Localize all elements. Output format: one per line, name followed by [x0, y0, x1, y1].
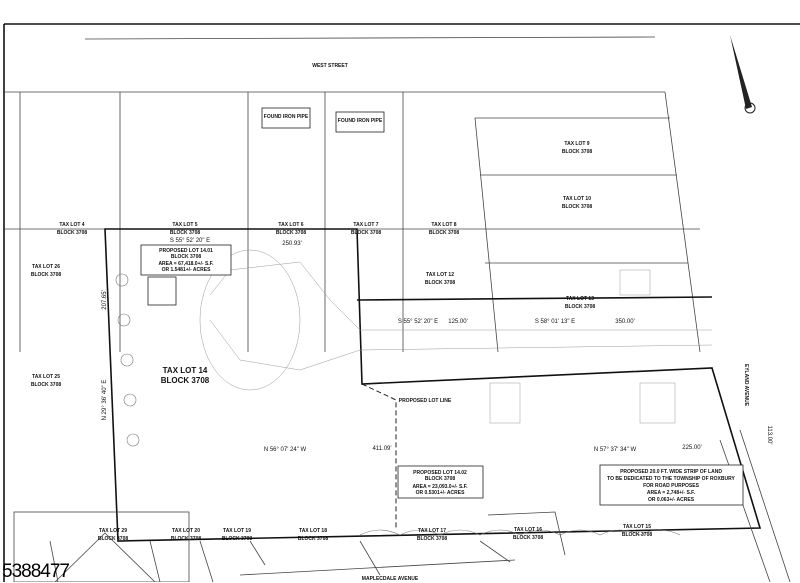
lot-12-13-south-line: [356, 296, 713, 301]
svg-text:OR 1.5481+/- ACRES: OR 1.5481+/- ACRES: [162, 267, 212, 273]
svg-text:350.00': 350.00': [615, 319, 635, 325]
svg-text:BLOCK 3708: BLOCK 3708: [170, 230, 201, 236]
dwelling: [639, 382, 676, 424]
road-dedication-strip-box: PROPOSED 20.0 FT. WIDE STRIP OF LAND TO …: [599, 464, 744, 506]
proposed-lot-line-label: PROPOSED LOT LINE: [399, 398, 452, 404]
tax-lot-14-label: TAX LOT 14: [163, 366, 208, 375]
svg-text:BLOCK 3708: BLOCK 3708: [31, 382, 62, 388]
svg-text:TAX LOT 17: TAX LOT 17: [418, 528, 446, 534]
svg-text:TAX LOT 29: TAX LOT 29: [99, 528, 127, 534]
svg-text:OR 0.063+/- ACRES: OR 0.063+/- ACRES: [648, 497, 695, 503]
building: [619, 269, 651, 296]
tree-row-icons: [115, 273, 681, 536]
svg-text:N 57° 37' 34" W: N 57° 37' 34" W: [594, 447, 637, 453]
svg-text:BLOCK 3708: BLOCK 3708: [425, 280, 456, 286]
septic-area: [199, 249, 301, 391]
svg-text:225.00': 225.00': [682, 445, 702, 451]
building: [489, 382, 521, 424]
svg-text:TAX LOT 4: TAX LOT 4: [59, 222, 84, 228]
svg-text:AREA = 23,093.0+/- S.F.: AREA = 23,093.0+/- S.F.: [412, 484, 468, 490]
svg-text:207.65': 207.65': [102, 290, 108, 310]
svg-text:N 56° 07' 24" W: N 56° 07' 24" W: [264, 447, 307, 453]
svg-text:FOUND IRON PIPE: FOUND IRON PIPE: [338, 118, 383, 124]
svg-text:TAX LOT 13: TAX LOT 13: [566, 296, 594, 302]
svg-text:S 55° 52' 20" E: S 55° 52' 20" E: [398, 319, 438, 325]
maplecdale-avenue-label: MAPLECDALE AVENUE: [362, 576, 419, 582]
svg-text:BLOCK 3708: BLOCK 3708: [222, 536, 253, 542]
eyland-avenue-label: EYLAND AVENUE: [743, 364, 749, 407]
proposed-lot-line: [361, 383, 397, 530]
svg-text:BLOCK 3708: BLOCK 3708: [298, 536, 329, 542]
svg-text:PROPOSED LOT 14.02: PROPOSED LOT 14.02: [413, 470, 467, 476]
tax-lot-14-boundary: [104, 228, 762, 542]
svg-text:TAX LOT 19: TAX LOT 19: [223, 528, 251, 534]
svg-text:BLOCK 3708: BLOCK 3708: [562, 204, 593, 210]
west-street-far-line: [84, 36, 656, 40]
svg-text:TAX LOT 20: TAX LOT 20: [172, 528, 200, 534]
svg-text:BLOCK 3708: BLOCK 3708: [276, 230, 307, 236]
svg-text:BLOCK 3708: BLOCK 3708: [98, 536, 129, 542]
west-street-label: WEST STREET: [312, 63, 348, 69]
svg-text:BLOCK 3708: BLOCK 3708: [57, 230, 88, 236]
svg-text:BLOCK 3708: BLOCK 3708: [429, 230, 460, 236]
svg-text:250.93': 250.93': [282, 241, 302, 247]
svg-text:BLOCK 3708: BLOCK 3708: [565, 304, 596, 310]
south-lot-lines: [49, 429, 791, 582]
svg-text:PROPOSED LOT 14.01: PROPOSED LOT 14.01: [159, 248, 213, 254]
svg-text:TAX LOT 25: TAX LOT 25: [32, 374, 60, 380]
svg-text:TAX LOT 26: TAX LOT 26: [32, 264, 60, 270]
svg-text:S 55° 52' 20" E: S 55° 52' 20" E: [170, 238, 210, 244]
svg-text:TO BE DEDICATED TO THE TOWNSHI: TO BE DEDICATED TO THE TOWNSHIP OF ROXBU…: [607, 476, 735, 482]
svg-text:BLOCK 3708: BLOCK 3708: [171, 254, 202, 260]
inset-roof-sketch: [54, 532, 156, 582]
bearings-and-distances: S 55° 52' 20" E 250.93' S 55° 52' 20" E …: [102, 238, 772, 453]
inset-detail-frame: [13, 511, 190, 582]
tax-lot-14-block: BLOCK 3708: [161, 376, 210, 385]
svg-text:BLOCK 3708: BLOCK 3708: [513, 535, 544, 541]
svg-text:TAX LOT 16: TAX LOT 16: [514, 527, 542, 533]
svg-text:125.00': 125.00': [448, 319, 468, 325]
svg-text:BLOCK 3708: BLOCK 3708: [31, 272, 62, 278]
svg-text:S 58° 01' 13" E: S 58° 01' 13" E: [535, 319, 575, 325]
proposed-lot-14-01-box: PROPOSED LOT 14.01 BLOCK 3708 AREA = 67,…: [140, 244, 232, 276]
svg-text:411.09': 411.09': [372, 446, 391, 452]
svg-text:N 29° 36' 40" E: N 29° 36' 40" E: [102, 380, 108, 421]
svg-text:113.00': 113.00': [766, 425, 772, 444]
svg-text:TAX LOT 15: TAX LOT 15: [623, 524, 651, 530]
svg-text:TAX LOT 5: TAX LOT 5: [172, 222, 197, 228]
found-iron-pipe-marker: FOUND IRON PIPE FOUND IRON PIPE: [147, 107, 385, 306]
svg-text:TAX LOT 10: TAX LOT 10: [563, 196, 591, 202]
svg-text:TAX LOT 18: TAX LOT 18: [299, 528, 327, 534]
svg-text:TAX LOT 8: TAX LOT 8: [431, 222, 456, 228]
svg-text:AREA = 67,418.0+/- S.F.: AREA = 67,418.0+/- S.F.: [158, 261, 214, 267]
svg-text:BLOCK 3708: BLOCK 3708: [562, 149, 593, 155]
svg-text:PROPOSED 20.0 FT. WIDE STRIP O: PROPOSED 20.0 FT. WIDE STRIP OF LAND: [620, 469, 722, 475]
proposed-lot-14-02-box: PROPOSED LOT 14.02 BLOCK 3708 AREA = 23,…: [397, 465, 484, 499]
svg-text:OR 0.5301+/- ACRES: OR 0.5301+/- ACRES: [416, 490, 466, 496]
svg-text:TAX LOT 7: TAX LOT 7: [353, 222, 378, 228]
svg-text:BLOCK 3708: BLOCK 3708: [425, 476, 456, 482]
svg-text:BLOCK 3708: BLOCK 3708: [351, 230, 382, 236]
svg-text:FOUND IRON PIPE: FOUND IRON PIPE: [264, 114, 309, 120]
svg-text:FOR ROAD PURPOSES: FOR ROAD PURPOSES: [643, 483, 700, 489]
svg-text:AREA = 2,748+/- S.F.: AREA = 2,748+/- S.F.: [647, 490, 696, 496]
svg-text:TAX LOT 12: TAX LOT 12: [426, 272, 454, 278]
svg-text:BLOCK 3708: BLOCK 3708: [417, 536, 448, 542]
north-arrow-icon: [730, 35, 756, 114]
listing-id: 5388477: [2, 561, 70, 582]
svg-text:BLOCK 3708: BLOCK 3708: [622, 532, 653, 538]
svg-text:BLOCK 3708: BLOCK 3708: [171, 536, 202, 542]
svg-text:TAX LOT 9: TAX LOT 9: [564, 141, 589, 147]
svg-text:TAX LOT 6: TAX LOT 6: [278, 222, 303, 228]
